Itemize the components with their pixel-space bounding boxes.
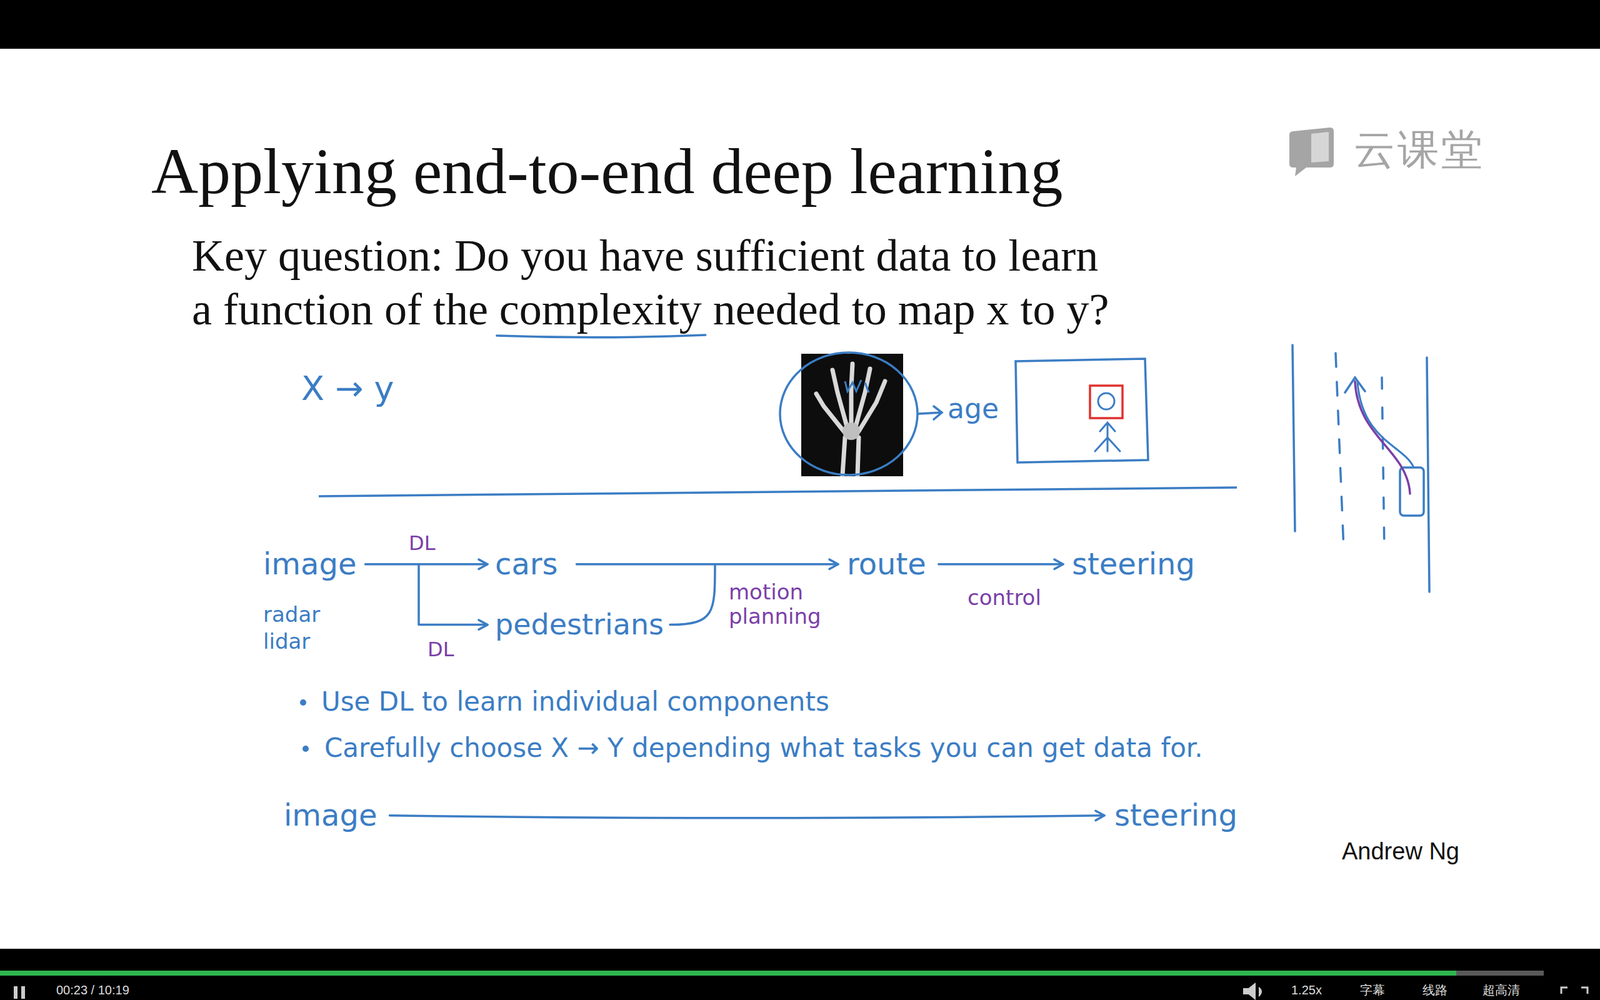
arrow-label: DL <box>408 531 435 555</box>
hand-arrow <box>1095 810 1105 820</box>
hand-note: X → y <box>301 368 395 410</box>
slide-title: Applying end-to-end deep learning <box>151 132 1063 211</box>
sketch-stroke <box>832 370 848 429</box>
road-sketch <box>1292 345 1430 592</box>
bullet-dot <box>302 745 309 752</box>
pipeline-step: image <box>283 797 378 834</box>
pipeline-step: steering <box>1114 797 1238 834</box>
sketch-stroke <box>857 437 859 475</box>
pipeline-step: cars <box>495 546 559 583</box>
sketch-stroke <box>801 353 904 477</box>
hand-arrow <box>478 620 488 630</box>
sketch-stroke <box>21 986 25 999</box>
hand-arrow <box>365 563 488 566</box>
pause-icon <box>13 986 25 999</box>
hand-arrow <box>829 559 839 569</box>
sketch-stroke <box>1098 393 1115 410</box>
player-bar <box>0 948 1600 1000</box>
progress-played <box>0 970 1457 976</box>
hand-arrow <box>576 563 839 566</box>
hand-divider <box>318 487 1237 497</box>
hand-arrow <box>496 335 706 338</box>
bullet-note: Use DL to learn individual components <box>321 686 830 718</box>
pipeline-step: pedestrians <box>495 607 664 642</box>
sketch-stroke <box>1095 422 1120 452</box>
sketch-stroke <box>1400 467 1424 516</box>
fullscreen-icon <box>1561 987 1588 994</box>
player-control: 线路 <box>1422 982 1448 998</box>
sketch-stroke <box>1090 385 1123 419</box>
sketch-stroke <box>1335 353 1344 550</box>
hand-arrow <box>1054 559 1064 569</box>
sketch-stroke <box>1381 377 1385 552</box>
sketch-stroke <box>13 986 18 999</box>
sketch-stroke <box>1426 357 1430 592</box>
bullet-note: Carefully choose X → Y depending what ta… <box>324 732 1204 764</box>
sketch-stroke <box>842 422 860 440</box>
sketch-stroke <box>1292 345 1295 532</box>
sketch-stroke <box>851 363 853 428</box>
key-question: Key question: Do you have sufficient dat… <box>191 228 1111 337</box>
top-bar <box>0 0 1600 49</box>
player-control: 超高清 <box>1482 982 1520 998</box>
arrow-label: motion planning <box>728 580 822 629</box>
volume-icon <box>1243 983 1262 999</box>
arrow-label: DL <box>427 637 454 662</box>
player-control: 1.25x <box>1291 982 1322 998</box>
sketch-stroke <box>816 363 885 475</box>
hand-arrow <box>478 559 488 569</box>
hand-arrow <box>390 815 1105 819</box>
sketch-stroke <box>1015 358 1149 463</box>
pipeline-step: steering <box>1071 546 1195 583</box>
watermark: 云课堂 <box>1353 125 1485 175</box>
sketch-stroke <box>1289 127 1334 177</box>
arrow-label: control <box>967 585 1042 611</box>
pipeline-step: route <box>846 546 927 583</box>
author-name: Andrew Ng <box>1341 837 1460 867</box>
hand-circle <box>780 352 918 475</box>
sketch-stroke <box>1345 377 1365 393</box>
watermark-logo <box>1289 127 1334 177</box>
hand-arrow <box>670 564 715 625</box>
sketch-stroke <box>842 437 845 475</box>
hand-note: radar lidar <box>263 601 320 655</box>
pipeline-step: image <box>263 546 357 583</box>
hand-note: age <box>947 392 999 426</box>
hand-arrow <box>418 564 488 625</box>
sketch-stroke <box>1357 382 1414 468</box>
bullet-dot <box>300 699 307 706</box>
player-control: 字幕 <box>1360 982 1385 998</box>
hand-arrow <box>938 563 1064 566</box>
sketch-stroke <box>1311 131 1329 163</box>
sketch-stroke <box>858 381 885 432</box>
player-time: 00:23 / 10:19 <box>56 982 130 998</box>
progress-buffered <box>1456 970 1544 976</box>
sketch-stroke <box>845 380 869 393</box>
hand-arrow <box>918 406 942 420</box>
xray-image <box>801 353 904 477</box>
turnstile-sketch <box>1015 358 1149 463</box>
